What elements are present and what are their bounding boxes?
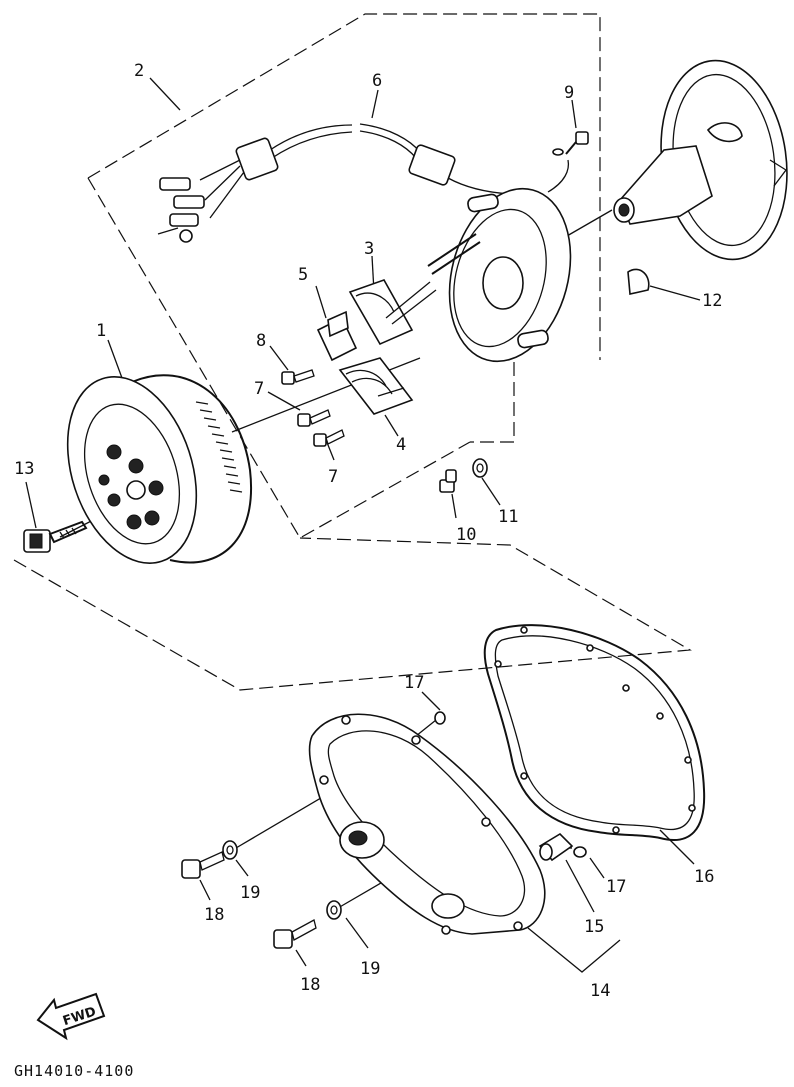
callout-7-lower: 7: [328, 467, 338, 487]
crankshaft: [613, 59, 788, 261]
callout-10: 10: [456, 525, 476, 545]
callout-7-upper: 7: [254, 379, 264, 399]
callout-2: 2: [134, 61, 144, 81]
callout-18-lower: 18: [300, 975, 320, 995]
callout-12: 12: [702, 291, 722, 311]
woodruff-key: [627, 268, 650, 295]
callout-15: 15: [584, 917, 604, 937]
fwd-arrow-icon: FWD: [36, 992, 106, 1041]
callout-1: 1: [96, 321, 106, 341]
cover-bolt-18-upper: [181, 851, 225, 879]
callout-19-upper: 19: [240, 883, 260, 903]
callout-8: 8: [256, 331, 266, 351]
lighting-coil: [338, 357, 414, 415]
callout-6: 6: [372, 71, 382, 91]
callout-5: 5: [298, 265, 308, 285]
screw-7-lower: [313, 429, 345, 447]
diagram-code: GH14010-4100: [14, 1062, 134, 1080]
callout-19-lower: 19: [360, 959, 380, 979]
washer-11: [472, 458, 488, 478]
stator-assembly-outline: [87, 13, 601, 539]
callout-18-upper: 18: [204, 905, 224, 925]
screw-7-upper: [297, 409, 331, 427]
wire-harness: [157, 123, 541, 243]
screw-8: [281, 369, 315, 385]
flywheel-rotor: [66, 374, 253, 564]
washer-19-lower: [326, 900, 342, 920]
callout-17-upper: 17: [404, 673, 424, 693]
callout-17-lower: 17: [606, 877, 626, 897]
cover-gasket: [483, 624, 706, 841]
bolt-10: [439, 469, 457, 493]
stator-base-plate: [427, 187, 572, 363]
callout-13: 13: [14, 459, 34, 479]
dowel-pin-17-upper: [434, 711, 446, 725]
cover-bolt-18-lower: [273, 919, 317, 949]
pickup-coil: [316, 310, 358, 362]
callout-3: 3: [364, 239, 374, 259]
ground-screw: [547, 131, 589, 193]
callout-9: 9: [564, 83, 574, 103]
generator-cover: [308, 713, 546, 935]
callout-16: 16: [694, 867, 714, 887]
dowel-pin-17-lower: [573, 846, 587, 858]
callout-11: 11: [498, 507, 518, 527]
callout-4: 4: [396, 435, 406, 455]
callout-14: 14: [590, 981, 610, 1001]
washer-19-upper: [222, 840, 238, 860]
cover-group-outline: [13, 537, 692, 691]
dowel-15: [538, 832, 574, 862]
charge-coil: [348, 279, 437, 346]
flywheel-bolt: [23, 520, 88, 553]
callout-labels: 2 6 9 3 5 12 1 8 7 4 7 13 11 10 17 17 16…: [14, 61, 722, 1001]
